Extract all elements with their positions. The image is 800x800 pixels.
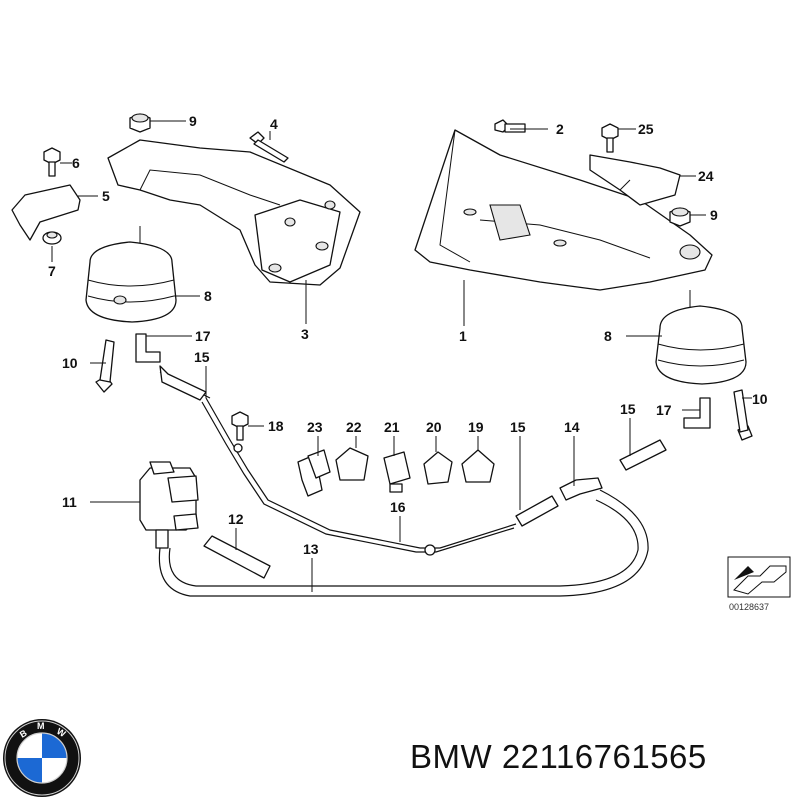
bmw-logo: B M W: [3, 719, 81, 797]
svg-text:M: M: [37, 721, 45, 731]
callout-18: 18: [268, 418, 284, 434]
callout-19: 19: [468, 419, 484, 435]
solenoid-valve-11: [139, 461, 199, 549]
part-number-caption: BMW 22116761565: [410, 738, 707, 776]
vacuum-hose-13: [158, 489, 649, 597]
callout-13: 13: [303, 541, 319, 557]
hose-15-mid: [515, 495, 559, 527]
callout-6: 6: [72, 155, 80, 171]
callout-3: 3: [301, 326, 309, 342]
callout-5: 5: [102, 188, 110, 204]
brand-name: BMW: [410, 738, 493, 775]
connector-17-left: [135, 333, 161, 363]
clips: [297, 447, 495, 497]
leader-lines: [51, 120, 752, 592]
fasteners: [42, 113, 753, 441]
callout-15-mid: 15: [510, 419, 526, 435]
callout-8-right: 8: [604, 328, 612, 344]
part-number: 22116761565: [501, 738, 707, 775]
svg-text:B: B: [18, 728, 29, 740]
callout-9-right: 9: [710, 207, 718, 223]
reference-box: 00128637: [727, 556, 791, 612]
callout-10-left: 10: [62, 355, 78, 371]
callout-10-right: 10: [752, 391, 768, 407]
callout-15-right: 15: [620, 401, 636, 417]
callout-16: 16: [390, 499, 406, 515]
callout-15-left: 15: [194, 349, 210, 365]
callout-17-right: 17: [656, 402, 672, 418]
hose-15-left: [159, 365, 211, 401]
callout-14: 14: [564, 419, 580, 435]
callout-20: 20: [426, 419, 442, 435]
bracket-5: [11, 184, 81, 241]
callout-1: 1: [459, 328, 467, 344]
callout-4: 4: [270, 116, 278, 132]
callout-2: 2: [556, 121, 564, 137]
tee-14: [559, 477, 603, 501]
vacuum-line-16: [201, 397, 517, 556]
callout-7: 7: [48, 263, 56, 279]
hose-15-right: [619, 439, 667, 471]
callout-8-left: 8: [204, 288, 212, 304]
callout-21: 21: [384, 419, 400, 435]
callout-labels: 9 4 6 5 7 8 3 17 15 10 18 23 22 21 20 19…: [48, 113, 768, 557]
connector-17-right: [683, 397, 711, 429]
engine-mount-left: [85, 226, 177, 323]
callout-9-left: 9: [189, 113, 197, 129]
engine-bracket-left: [107, 139, 361, 286]
callout-17-left: 17: [195, 328, 211, 344]
callout-22: 22: [346, 419, 362, 435]
callout-23: 23: [307, 419, 323, 435]
engine-bracket-right: [414, 129, 713, 291]
callout-11: 11: [62, 494, 77, 510]
engine-mount-right: [655, 290, 747, 385]
callout-12: 12: [228, 511, 244, 527]
heat-shield-24: [589, 154, 681, 206]
hose-12: [203, 535, 271, 579]
diagram-ref: 00128637: [729, 602, 769, 612]
callout-25: 25: [638, 121, 654, 137]
callout-24: 24: [698, 168, 714, 184]
